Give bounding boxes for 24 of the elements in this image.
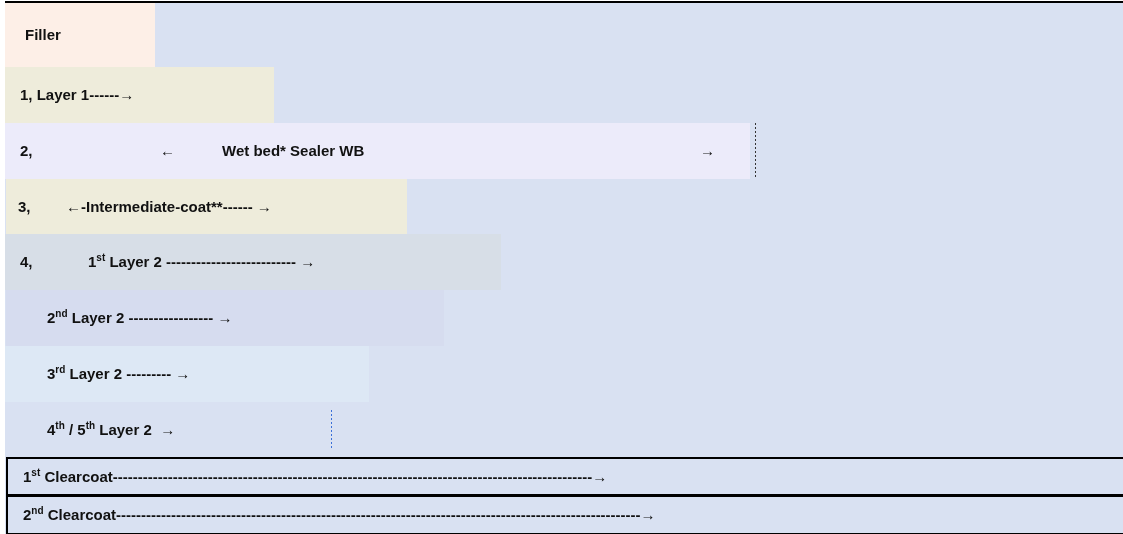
- layer-label: Wet bed* Sealer WB: [222, 142, 365, 160]
- layer-band: [5, 234, 501, 290]
- layer-label: 4,: [20, 253, 33, 271]
- layer-band: [6, 290, 444, 346]
- layer-label: 1$^{st}$ Layer 2 -------------------------- →: [88, 253, 316, 271]
- layer-label: ←: [160, 142, 175, 160]
- layer-label: 1$^{st}$ Clearcoat------------------------------------------------------------------------------------------------→: [23, 467, 608, 486]
- layer-band: [6, 457, 1123, 496]
- layer-band: [5, 123, 750, 179]
- layer-label: 4$^{th}$ / 5$^{th}$ Layer 2 →: [47, 420, 176, 439]
- layer-band: [5, 3, 155, 67]
- layer-band: [5, 67, 274, 123]
- layer-band: [5, 346, 369, 402]
- layer-label: 2$^{nd}$ Layer 2 ----------------- →: [47, 309, 233, 327]
- layer-label: ←-Intermediate-coat**------ →: [66, 197, 272, 216]
- layer-band: [6, 179, 407, 234]
- layer-label: Filler: [25, 26, 61, 44]
- layer-label: 2$^{nd}$ Clearcoat---------------------------------------------------------------------------------------------------------→: [23, 506, 656, 524]
- layer-label: 3$^{rd}$ Layer 2 --------- →: [47, 365, 191, 383]
- layer-label: →: [700, 142, 715, 160]
- layer-label: 3,: [18, 197, 31, 216]
- layer-label: 1, Layer 1------→: [20, 86, 135, 104]
- layer-label: 2,: [20, 142, 33, 160]
- layer-band: [6, 495, 1123, 534]
